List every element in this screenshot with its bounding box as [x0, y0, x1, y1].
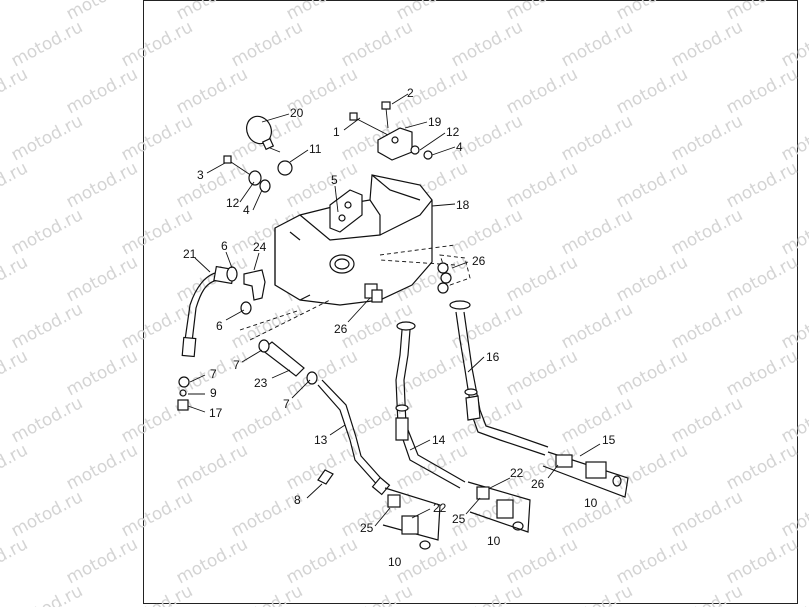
leader-lines [187, 93, 601, 527]
callout-10-left: 10 [388, 555, 402, 569]
callout-21: 21 [183, 247, 197, 261]
callout-3: 3 [197, 168, 204, 182]
callout-25-left: 25 [360, 521, 374, 535]
callout-6-top: 6 [221, 239, 228, 253]
callout-7-hose: 7 [233, 358, 240, 372]
callout-20: 20 [290, 106, 304, 120]
top-bracket [377, 127, 433, 161]
callout-12-left: 12 [226, 196, 240, 210]
hose-24 [243, 269, 266, 301]
callout-labels: 20 2 1 19 12 4 11 3 12 4 5 18 21 6 24 6 … [183, 86, 616, 569]
callout-18: 18 [456, 198, 470, 212]
callout-26-tank-right: 26 [472, 254, 486, 268]
callout-10-right: 10 [584, 496, 598, 510]
fittings-26-tank [364, 254, 471, 303]
callout-14: 14 [432, 433, 446, 447]
callout-8: 8 [294, 493, 301, 507]
line-14 [395, 321, 466, 489]
callout-26-right: 26 [531, 477, 545, 491]
callout-4-left: 4 [243, 203, 250, 217]
callout-1: 1 [333, 125, 340, 139]
callout-9: 9 [210, 386, 217, 400]
callout-6-bottom: 6 [216, 319, 223, 333]
callout-12-top: 12 [446, 125, 460, 139]
callout-17: 17 [209, 406, 223, 420]
bolts-top [349, 101, 391, 136]
routing-lines [239, 244, 456, 341]
callout-22-left: 22 [433, 501, 447, 515]
clip-8 [317, 469, 334, 485]
callout-15: 15 [602, 433, 616, 447]
callout-19: 19 [428, 115, 442, 129]
callout-16: 16 [486, 350, 500, 364]
callout-10-middle: 10 [487, 534, 501, 548]
mounting-bracket [329, 189, 363, 233]
callout-4-top: 4 [456, 140, 463, 154]
fitting-group-left [382, 487, 441, 550]
callout-26-tank-bottom: 26 [334, 322, 348, 336]
fitting-group-middle [467, 481, 531, 533]
callout-25-middle: 25 [452, 512, 466, 526]
line-16 [449, 300, 549, 456]
fitting-group-right [542, 451, 629, 498]
bolt-3-assembly [223, 155, 271, 193]
callout-2: 2 [407, 86, 414, 100]
hose-21 [181, 265, 235, 358]
callout-11: 11 [309, 142, 322, 156]
oil-tank [274, 174, 433, 306]
line-13 [317, 379, 391, 496]
diagram-frame [143, 0, 798, 604]
hose-23 [177, 339, 318, 411]
callout-5: 5 [331, 173, 338, 187]
clamps-6 [226, 266, 252, 315]
callout-13: 13 [314, 433, 328, 447]
callout-22-middle: 22 [510, 466, 524, 480]
callout-24: 24 [253, 240, 267, 254]
dipstick-cap [246, 115, 293, 176]
callout-7-left: 7 [210, 367, 217, 381]
callout-23: 23 [254, 376, 268, 390]
callout-7-line: 7 [283, 397, 290, 411]
